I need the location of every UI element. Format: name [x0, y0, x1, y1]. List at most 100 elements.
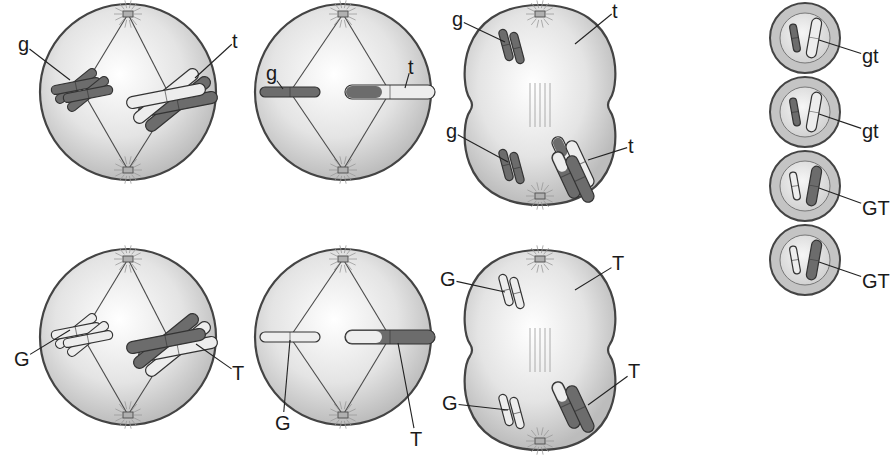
aster-ray	[347, 248, 352, 254]
gamete-membrane	[770, 77, 840, 147]
centriole	[338, 412, 348, 418]
aster-ray	[544, 430, 549, 436]
chromosome	[63, 330, 114, 348]
aster-ray	[133, 418, 140, 421]
chromosome	[789, 24, 801, 53]
dividing-cell	[465, 0, 616, 210]
spindle-fiber	[290, 92, 343, 170]
chromatid	[806, 239, 823, 280]
centromere	[561, 402, 572, 407]
chromosome	[806, 239, 823, 280]
spindle-remnant	[540, 83, 541, 127]
centriole-aster	[114, 0, 142, 27]
aster-ray	[340, 20, 342, 28]
centriole-aster	[329, 0, 357, 27]
chromosome	[789, 246, 801, 275]
centriole	[535, 11, 545, 17]
aster-ray	[125, 265, 127, 273]
chromosome	[63, 85, 114, 103]
aster-ray	[541, 447, 543, 455]
aster-ray	[115, 409, 122, 412]
aster-ray	[545, 444, 552, 447]
chromatid	[789, 98, 801, 127]
aster-ray	[115, 164, 122, 167]
aster-ray	[348, 418, 355, 421]
leader-line	[464, 22, 505, 42]
spindle-remnant	[530, 328, 531, 372]
chromatid	[564, 154, 596, 204]
centriole-aster	[114, 401, 142, 428]
chromosome	[260, 87, 320, 97]
aster-ray	[133, 253, 140, 256]
aster-ray	[329, 14, 337, 15]
leader-line	[819, 40, 861, 54]
allele-label: gt	[862, 45, 879, 68]
centriole	[123, 412, 133, 418]
aster-ray	[132, 3, 137, 9]
aster-ray	[531, 185, 536, 191]
aster-ray	[541, 202, 543, 210]
aster-ray	[527, 8, 534, 11]
leader-line	[588, 376, 628, 405]
aster-ray	[334, 159, 339, 165]
aster-ray	[545, 8, 552, 11]
centromere	[513, 167, 521, 169]
centromere	[513, 292, 521, 294]
aster-ray	[537, 427, 539, 435]
cell-membrane	[465, 250, 616, 450]
leader-line	[456, 281, 505, 292]
aster-ray	[133, 262, 140, 265]
aster-ray	[329, 170, 337, 171]
allele-label: g	[266, 62, 277, 85]
aster-ray	[527, 444, 534, 447]
aster-ray	[129, 156, 131, 164]
allele-label: T	[612, 252, 624, 275]
centromere	[165, 335, 167, 347]
aster-ray	[545, 435, 552, 438]
aster-ray	[329, 415, 337, 416]
aster-ray	[119, 19, 124, 25]
leader-line	[398, 343, 414, 428]
aster-ray	[334, 420, 339, 426]
leader-line	[458, 135, 508, 162]
spindle-fiber	[82, 90, 128, 170]
cell	[40, 245, 218, 428]
aster-ray	[334, 175, 339, 181]
aster-ray	[544, 264, 549, 270]
cell	[40, 0, 218, 183]
chromatid	[806, 91, 823, 132]
chromatid	[806, 17, 823, 58]
spindle-fiber	[290, 14, 343, 92]
aster-ray	[132, 159, 137, 165]
aster-ray	[526, 14, 534, 15]
leader-line	[196, 344, 232, 369]
centromere	[809, 259, 819, 261]
chromatid	[260, 87, 320, 97]
centriole	[338, 256, 348, 262]
aster-ray	[544, 248, 549, 254]
centromere	[502, 289, 510, 291]
aster-ray	[133, 8, 140, 11]
aster-ray	[527, 435, 534, 438]
spindle-remnant	[535, 328, 536, 372]
aster-ray	[344, 245, 346, 253]
chromatid	[509, 277, 525, 310]
aster-ray	[125, 156, 127, 164]
aster-ray	[119, 264, 124, 270]
aster-ray	[544, 446, 549, 452]
aster-ray	[119, 404, 124, 410]
centriole	[123, 256, 133, 262]
gamete	[770, 151, 840, 221]
centromere	[809, 111, 819, 113]
aster-ray	[334, 404, 339, 410]
aster-ray	[334, 3, 339, 9]
leader-line	[459, 404, 508, 410]
aster-ray	[527, 190, 534, 193]
chromosome	[789, 172, 801, 201]
chromatid	[345, 330, 435, 344]
aster-ray	[129, 176, 131, 184]
aster-ray	[125, 245, 127, 253]
leader-line	[819, 114, 861, 128]
aster-ray	[115, 262, 122, 265]
chromosome	[806, 17, 823, 58]
